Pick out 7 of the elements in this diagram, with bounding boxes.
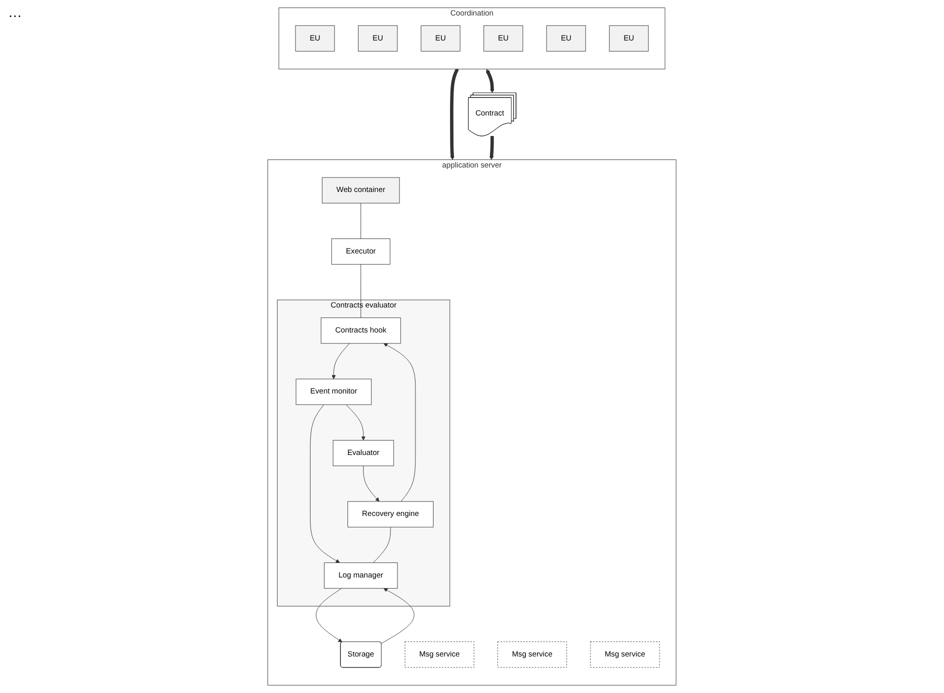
arrow xyxy=(486,69,494,93)
arrow xyxy=(450,68,459,160)
connector xyxy=(360,202,362,239)
connector xyxy=(360,264,362,318)
ellipsis-note: … xyxy=(8,4,22,20)
arrow xyxy=(490,136,494,160)
connector xyxy=(373,526,391,563)
